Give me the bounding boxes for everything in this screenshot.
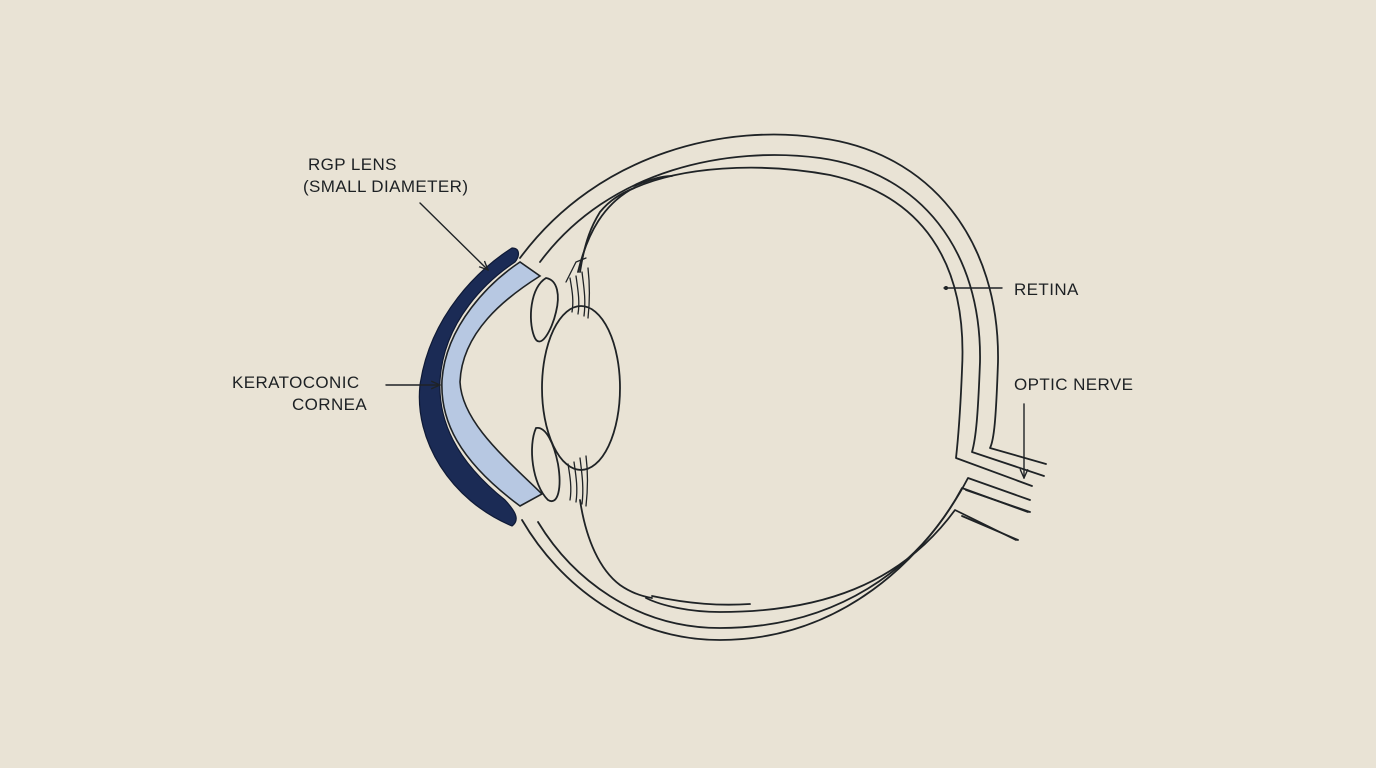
retina-lower-line xyxy=(651,595,751,606)
optic-nerve-label: OPTIC NERVE xyxy=(1014,375,1133,394)
retina-label: RETINA xyxy=(1014,280,1079,299)
sclera-outer-line xyxy=(519,133,1047,465)
retina-inner-line xyxy=(633,175,673,187)
crystalline-lens xyxy=(541,305,621,471)
optic-nerve-line-lower xyxy=(961,515,1019,541)
choroid-inner-lower-line xyxy=(645,509,1017,613)
keratoconic-label-line2: CORNEA xyxy=(292,395,367,414)
rgp-lens-leader xyxy=(419,202,488,270)
lower-chamber-wall xyxy=(579,499,653,599)
sclera-middle-lower-line xyxy=(537,487,1029,629)
ciliary-fibers-upper xyxy=(565,257,591,319)
keratoconic-cornea-shape xyxy=(441,261,544,507)
ciliary-fibers-lower xyxy=(567,455,589,507)
rgp-lens-shape xyxy=(418,247,519,527)
optic-nerve-line-upper xyxy=(965,489,1031,513)
rgp-lens-label-line1: RGP LENS xyxy=(308,155,397,174)
retina-leader-dot xyxy=(944,286,948,290)
keratoconic-label-line1: KERATOCONIC xyxy=(232,373,360,392)
rgp-lens-label-line2: (SMALL DIAMETER) xyxy=(303,177,468,196)
posterior-chamber-wall xyxy=(579,187,635,273)
sclera-middle-line xyxy=(539,154,1045,477)
iris-upper xyxy=(529,277,559,343)
choroid-inner-line xyxy=(577,166,1033,487)
